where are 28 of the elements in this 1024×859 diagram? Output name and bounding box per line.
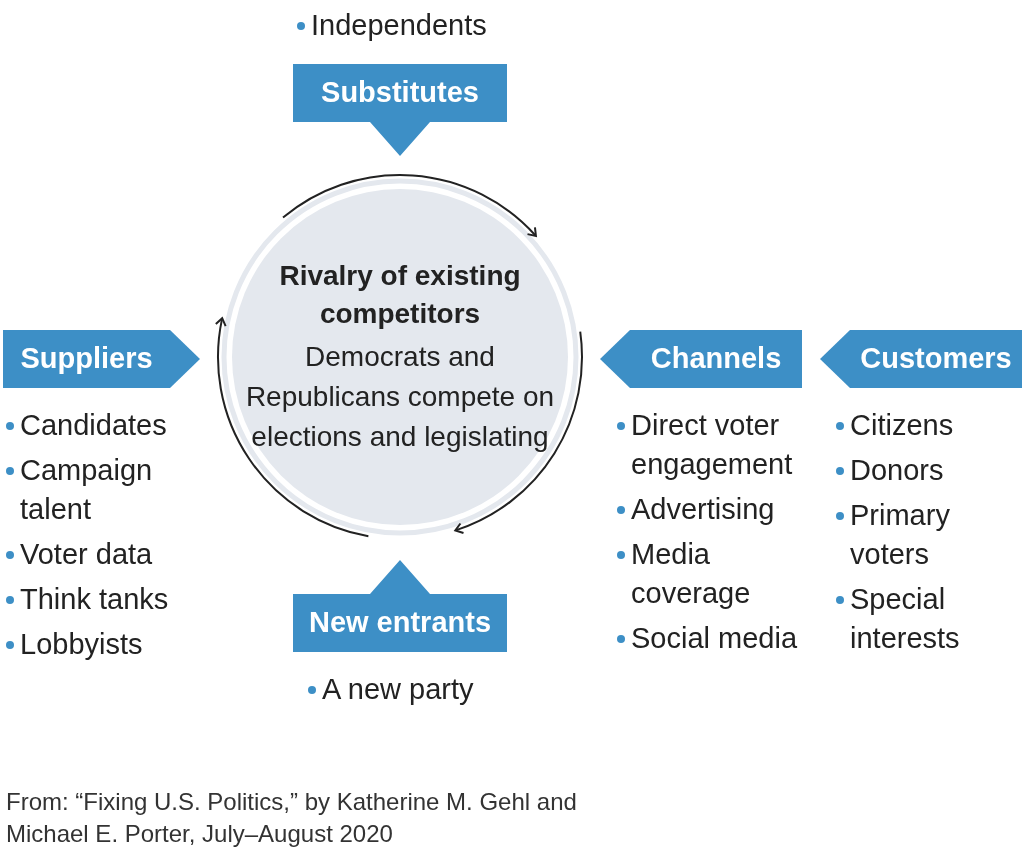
circle-description: Democrats and Republicans compete on elections and legislating: [245, 340, 555, 454]
list-item-text: Donors: [850, 453, 944, 488]
list-item-text: A new party: [322, 672, 474, 707]
list-item-text: Social media: [631, 621, 798, 656]
arrow-label-shape: [820, 330, 1022, 388]
list-item-text: Think tanks: [20, 582, 169, 617]
list-item-text: Independents: [311, 8, 487, 43]
list-item-text: Campaign talent: [20, 453, 154, 527]
list-item-text: Special interests: [850, 582, 961, 656]
force-label: New entrants: [308, 605, 492, 641]
force-label: Substitutes: [321, 75, 479, 111]
list-item-text: Citizens: [850, 408, 954, 443]
list-item-text: Voter data: [20, 537, 153, 572]
arrow-label-shape: [600, 330, 802, 388]
arrow-label-shape: [293, 64, 507, 156]
list-item-text: Direct voter engagement: [631, 408, 794, 482]
force-label: Customers: [860, 341, 1012, 377]
circle-heading: Rivalry of existing competitors: [278, 259, 522, 331]
list-item-text: Media coverage: [631, 537, 752, 611]
list-item-text: Advertising: [631, 492, 775, 527]
force-label: Channels: [650, 341, 782, 377]
list-item-text: Primary voters: [850, 498, 951, 572]
force-label: Suppliers: [20, 341, 153, 377]
arrow-label-shape: [3, 330, 200, 388]
list-item-text: Lobbyists: [20, 627, 143, 662]
list-item-text: Candidates: [20, 408, 167, 443]
arrow-label-shape: [293, 560, 507, 652]
source-caption: From: “Fixing U.S. Politics,” by Katherine M. Gehl and Michael E. Porter, July–August 2020: [6, 787, 578, 849]
